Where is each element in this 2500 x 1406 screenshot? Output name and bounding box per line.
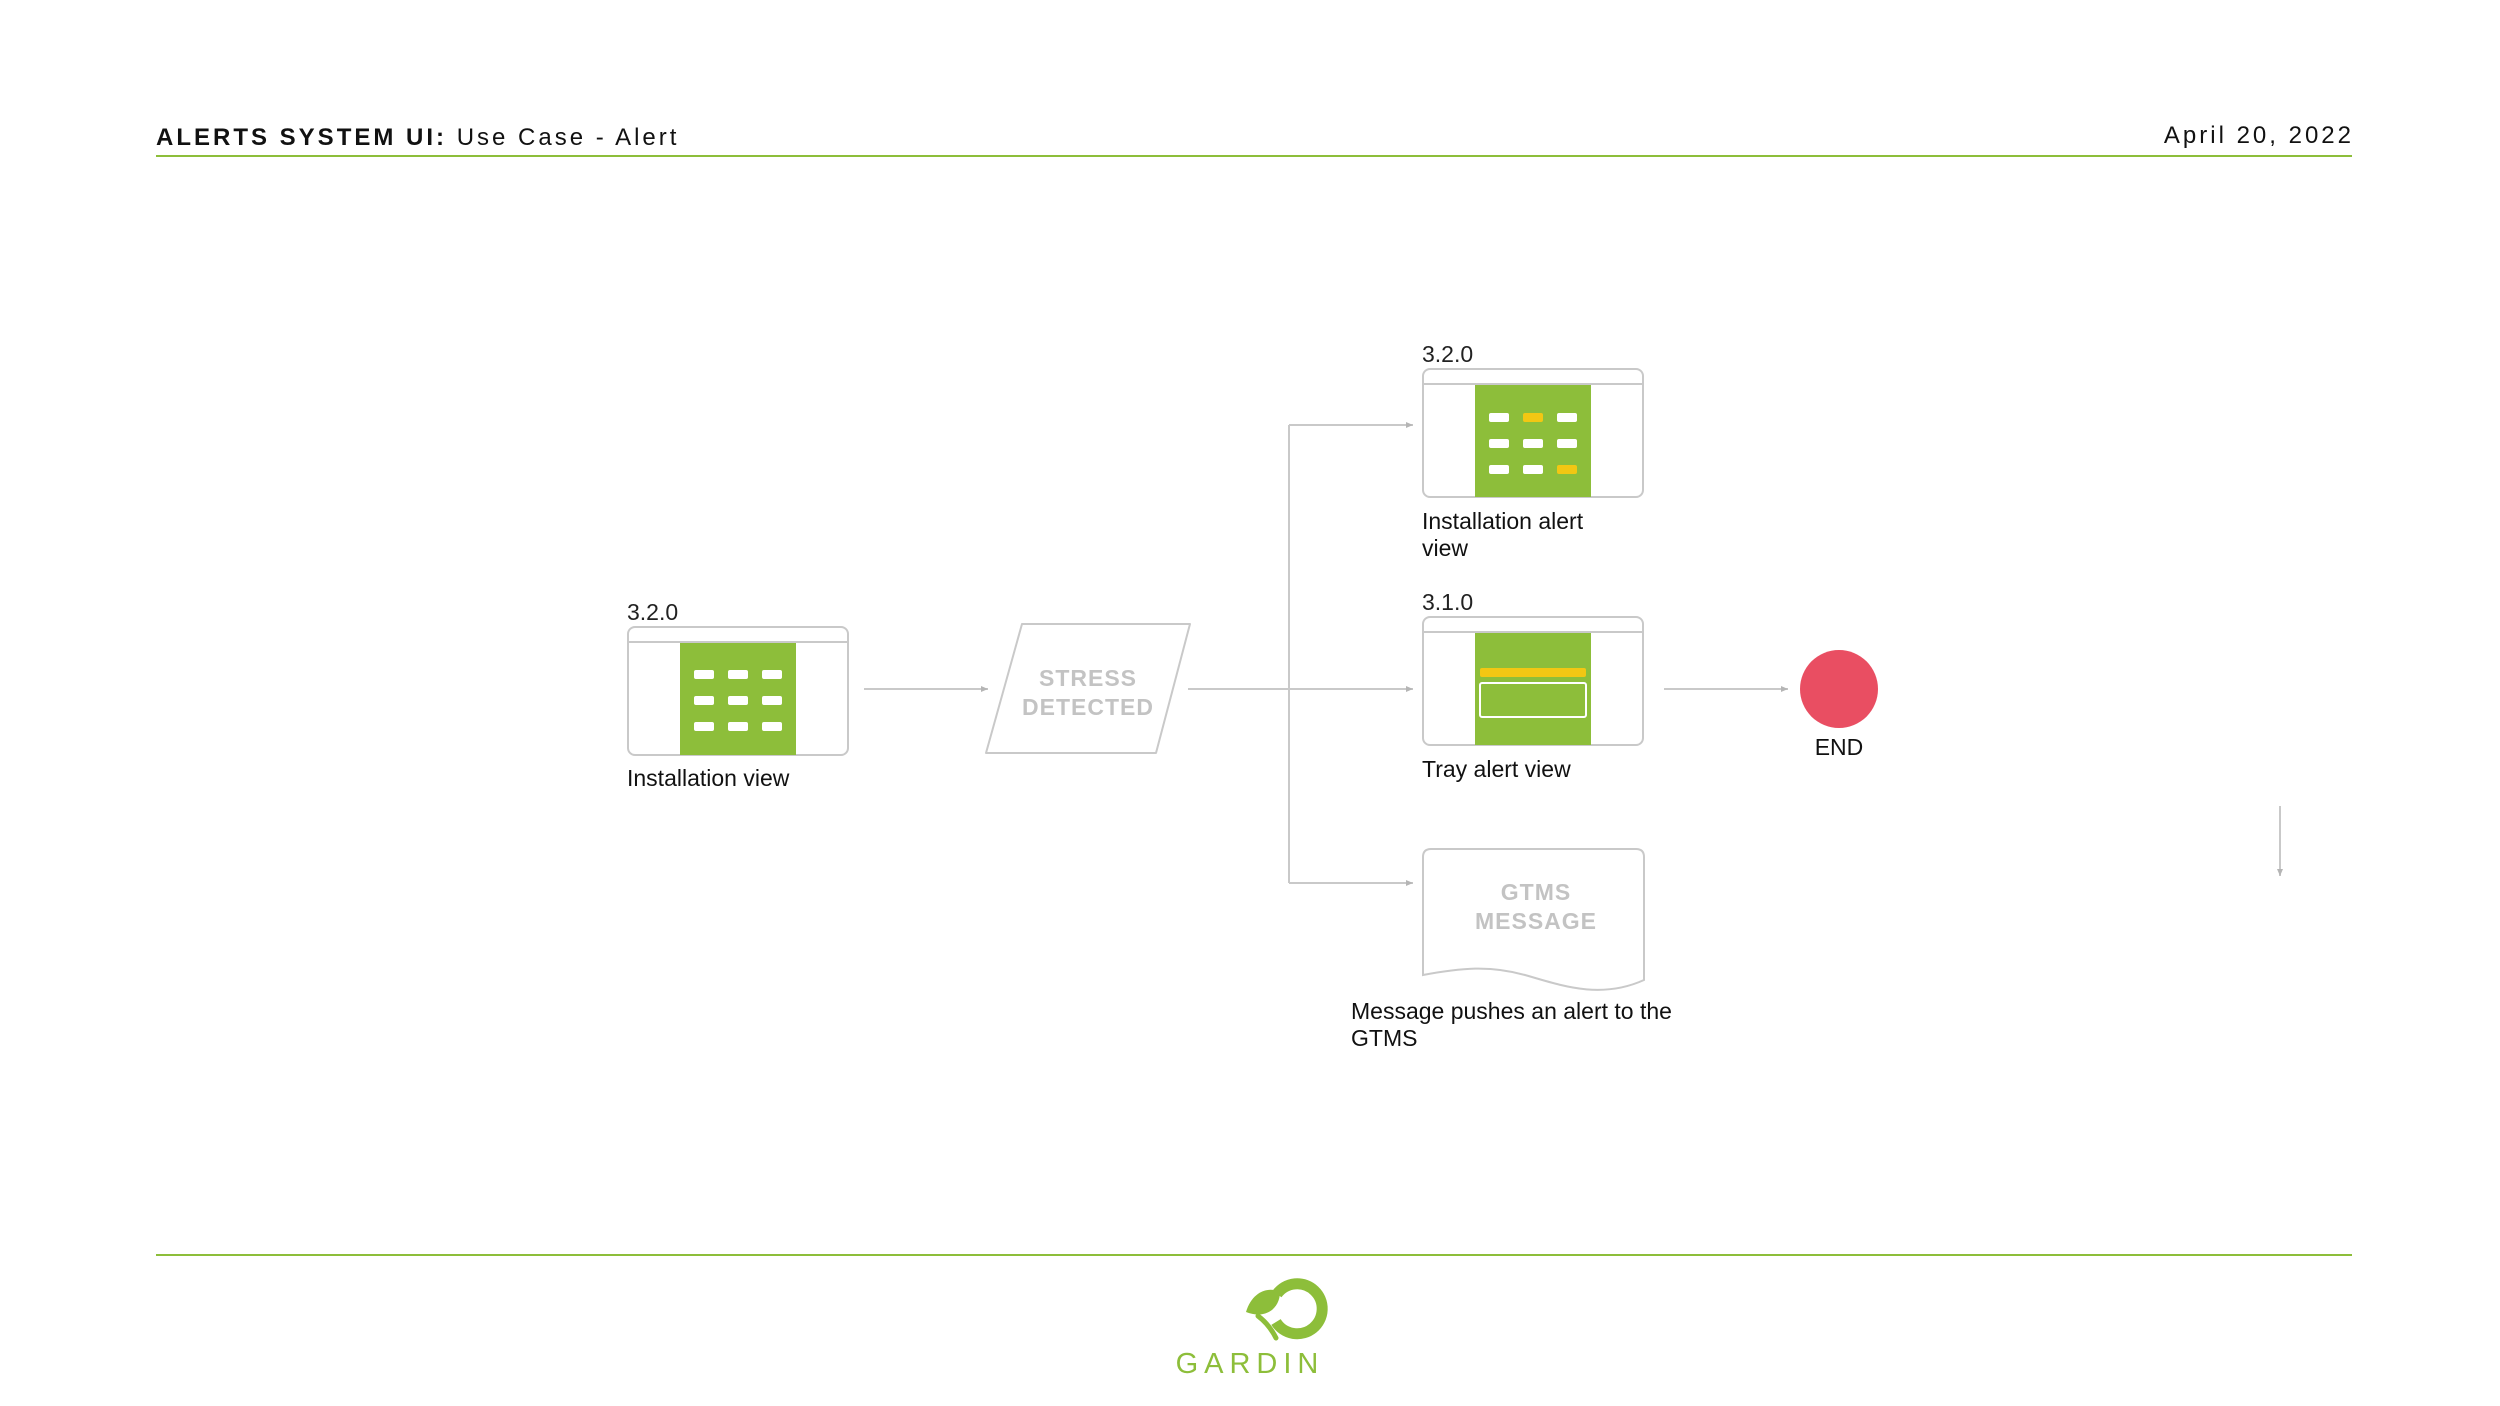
gtms-message-line1: GTMS	[1501, 879, 1571, 905]
end-circle	[1800, 650, 1878, 728]
page-date: April 20, 2022	[2163, 122, 2354, 149]
connectors	[864, 422, 2283, 886]
installation-view-node: 3.2.0 Installation view	[627, 599, 849, 791]
stress-detected-line2: DETECTED	[1022, 694, 1154, 720]
tray-alert-view-version: 3.1.0	[1422, 589, 1473, 615]
tray-alert-bar	[1480, 668, 1586, 677]
installation-view-version: 3.2.0	[627, 599, 678, 625]
gtms-message-shape	[1422, 848, 1645, 991]
tray-alert-view-label: Tray alert view	[1422, 756, 1571, 782]
footer-divider	[156, 1254, 2352, 1256]
page-title-main: ALERTS SYSTEM UI:	[156, 124, 448, 151]
installation-alert-view-version: 3.2.0	[1422, 341, 1473, 367]
stress-detected-line1: STRESS	[1039, 665, 1137, 691]
gtms-message-label-line2: GTMS	[1351, 1025, 1417, 1051]
page-title: ALERTS SYSTEM UI: Use Case - Alert	[156, 124, 679, 152]
stress-detected-shape	[985, 623, 1191, 754]
stress-detected-node: STRESS DETECTED	[985, 623, 1191, 754]
installation-alert-view-node: 3.2.0 Installation alert view	[1422, 341, 1644, 561]
brand-wordmark: GARDIN	[1175, 1348, 1325, 1380]
end-label: END	[1815, 734, 1864, 760]
header-divider	[156, 155, 2352, 157]
gtms-message-node: GTMS MESSAGE Message pushes an alert to …	[1351, 848, 1672, 1051]
page-subtitle: Use Case - Alert	[456, 124, 680, 151]
end-node: END	[1800, 650, 1878, 760]
tray-alert-view-node: 3.1.0 Tray alert view	[1422, 589, 1644, 782]
installation-alert-view-label-line1: Installation alert	[1422, 508, 1584, 534]
gardin-leaf-icon	[1246, 1278, 1328, 1341]
installation-view-tray-grid	[694, 670, 782, 731]
tray-alert-panel	[1479, 682, 1587, 718]
gtms-message-line2: MESSAGE	[1475, 908, 1597, 934]
gtms-message-label-line1: Message pushes an alert to the	[1351, 998, 1672, 1024]
installation-alert-view-tray-grid	[1489, 413, 1577, 474]
installation-alert-view-label-line2: view	[1422, 535, 1468, 561]
tray-alert-view-screen	[1475, 633, 1591, 745]
installation-view-label: Installation view	[627, 765, 790, 791]
